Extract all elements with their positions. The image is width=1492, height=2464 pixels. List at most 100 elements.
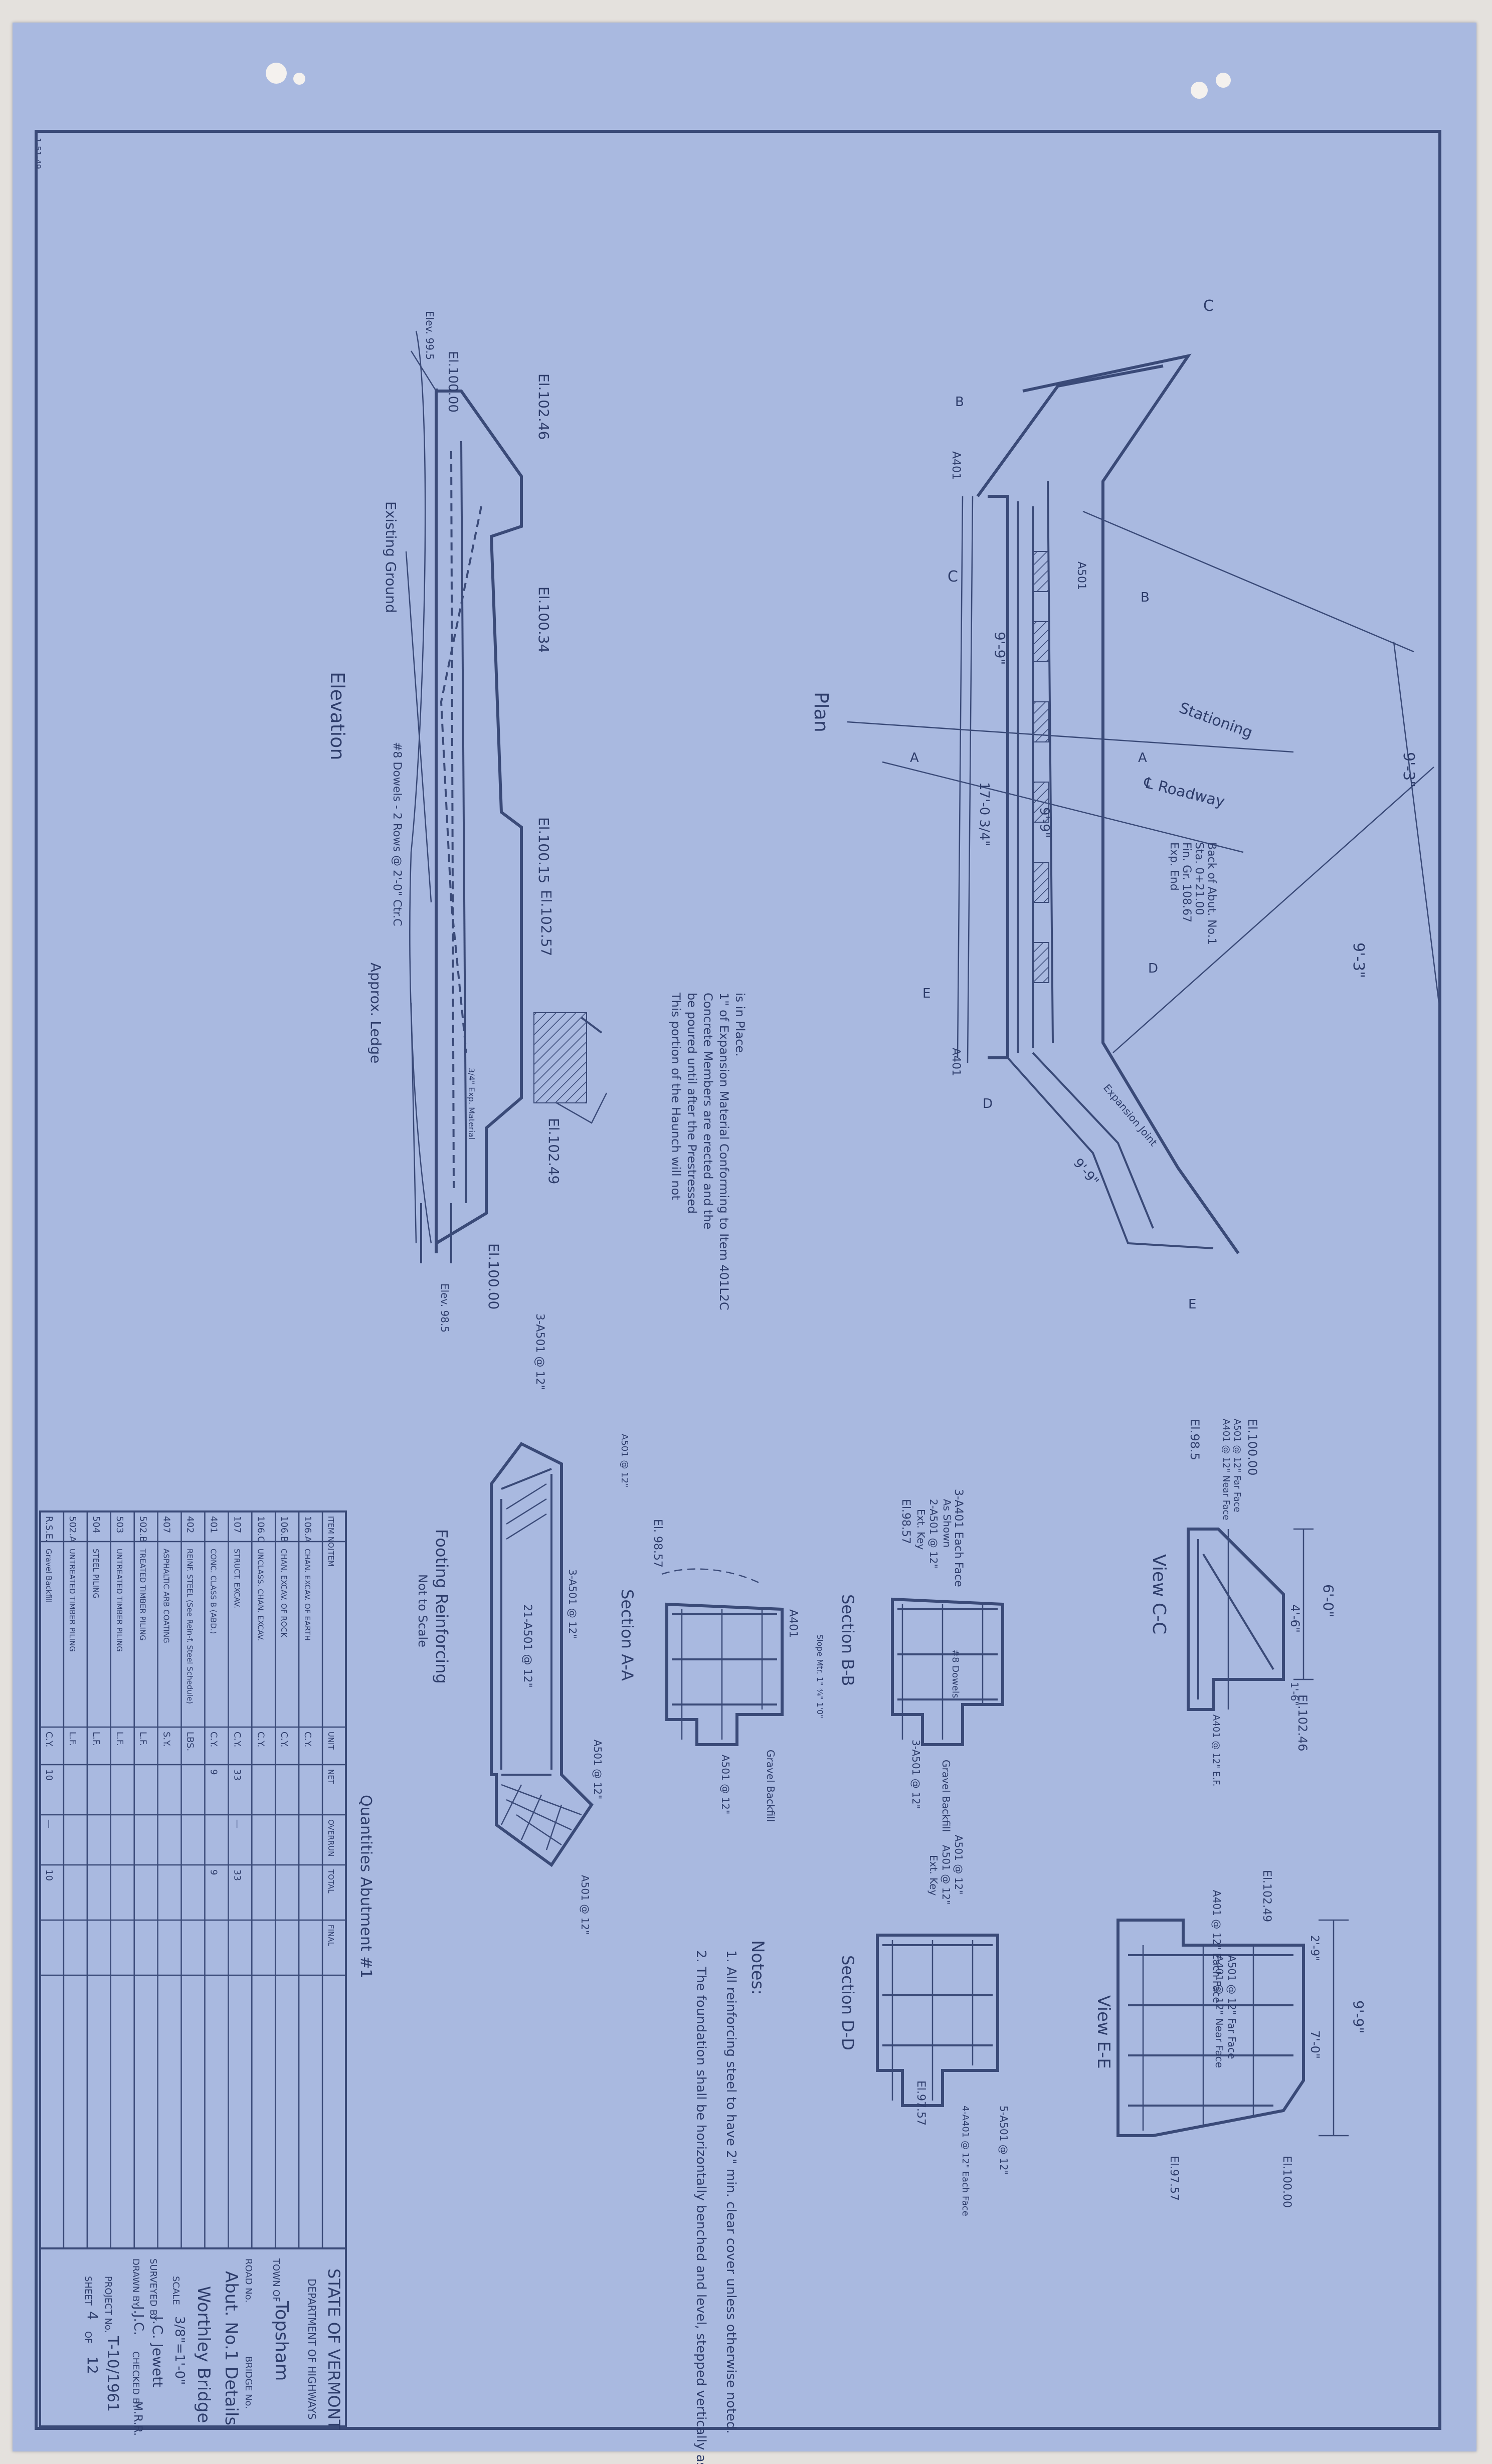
- label-aa-gravel: Gravel Backfill: [765, 1750, 777, 1822]
- quantities-header-cell: OVERRUN: [326, 1819, 335, 1856]
- quantities-cell: L.F.: [91, 1732, 101, 1746]
- tb-checked-label: CHECKED BY: [130, 2351, 141, 2409]
- section-mark-d2: D: [983, 1096, 993, 1111]
- quantities-cell: ASPHALTIC ARB COATING: [162, 1549, 171, 1643]
- dim-ee-9-9: 9'-9": [1350, 2000, 1367, 2033]
- quantities-cell: 401: [208, 1516, 219, 1533]
- dim-ee-7-0: 7'-0": [1308, 2030, 1322, 2059]
- label-el-102-57: El.102.57: [538, 890, 554, 956]
- label-dd-a401-each: 4-A401 @ 12" Each Face: [960, 2106, 971, 2216]
- section-mark-e2: E: [1188, 1297, 1196, 1312]
- quantities-cell: —: [44, 1819, 54, 1828]
- haunch-note-line-4: 1" of Expansion Material Conforming to I…: [717, 993, 731, 1310]
- dim-9-9b: 9'-9": [1037, 807, 1052, 838]
- label-el-100-00-bottom: El.100.00: [485, 1243, 502, 1309]
- label-fin-gr: Fin. Gr. 108.67: [1180, 842, 1193, 922]
- note-item-2: 2. The foundation shall be horizontally …: [693, 1950, 708, 2464]
- quantities-cell: 106.B: [279, 1516, 289, 1542]
- dim-17-0: 17'-0 3/4": [977, 782, 992, 846]
- quantities-header-cell: FINAL: [326, 1925, 335, 1947]
- tb-checked-by: M.R.R.: [131, 2401, 144, 2436]
- quantities-cell: 502.B: [138, 1516, 148, 1542]
- section-aa: Section A-A El. 98.57 A401 A501 @ 12" Gr…: [618, 1519, 799, 1822]
- quantities-cell: 402: [185, 1516, 196, 1533]
- dim-cc-4-6: 4'-6": [1288, 1604, 1302, 1633]
- dim-9-9a: 9'-9": [992, 632, 1008, 665]
- quantities-cell: —: [232, 1819, 242, 1828]
- label-ee-a401-each: A401 @ 12" Each Face: [1211, 1890, 1223, 2003]
- label-ee-el-100: El.100.00: [1280, 2156, 1293, 2208]
- section-mark-b2: B: [1141, 590, 1150, 605]
- tb-scale: 3/8"=1'-0": [172, 2316, 187, 2385]
- quantities-cell: C.Y.: [302, 1732, 313, 1747]
- note-item-1: 1. All reinforcing steel to have 2" min.…: [723, 1950, 738, 2434]
- quantities-cell: 407: [161, 1516, 172, 1533]
- label-footing-a501-mid: 21-A501 @ 12": [521, 1604, 533, 1688]
- label-a401-bottom: A401: [950, 1048, 962, 1076]
- section-marks: A A B B C C D D E E: [910, 297, 1214, 1312]
- footing-subtitle: Not to Scale: [416, 1574, 430, 1647]
- roadway-centerline: [882, 761, 1244, 853]
- label-bb-a501-b: 3-A501 @ 12": [910, 1740, 922, 1809]
- quantities-header-cell: ITEM NO.: [326, 1516, 335, 1550]
- haunch-note-line-5: is in Place.: [733, 993, 747, 1057]
- tb-sheet: 4: [84, 2311, 101, 2320]
- tb-scale-label: SCALE: [170, 2276, 181, 2305]
- label-a501: A501: [1075, 561, 1087, 590]
- view-ee-title: View E-E: [1093, 1995, 1113, 2069]
- label-aa-a501: A501 @ 12": [719, 1755, 731, 1814]
- tb-project: T-10/1961: [104, 2336, 121, 2412]
- footing-reinforcing: Footing Reinforcing Not to Scale 3-A501 …: [416, 1313, 630, 1935]
- quantities-cell: 504: [91, 1516, 101, 1533]
- label-exp-end: Exp. End: [1168, 842, 1180, 891]
- tb-surveyed-by: J.C. Jewett: [149, 2315, 166, 2387]
- label-dd-a501: A501 @ 12": [953, 1835, 965, 1894]
- dim-cc-6-0: 6'-0": [1320, 1584, 1337, 1617]
- plan-title: Plan: [810, 692, 832, 732]
- haunch-note: This portion of the Haunch will not be p…: [669, 992, 747, 1310]
- section-mark-d1: D: [1148, 961, 1158, 976]
- haunch-note-line-1: This portion of the Haunch will not: [669, 992, 683, 1200]
- dim-ee-2-9: 2'-9": [1308, 1935, 1321, 1961]
- quantities-cell: 106.A: [302, 1516, 313, 1543]
- tb-total-sheets: 12: [84, 2356, 101, 2374]
- label-aa-el-98-57: El. 98.57: [651, 1519, 664, 1568]
- punch-hole-left-small: [293, 73, 305, 85]
- quantities-cell: C.Y.: [279, 1732, 289, 1747]
- label-sta: Sta. 0+21.00: [1193, 842, 1205, 915]
- quantities-cell: L.F.: [67, 1732, 78, 1746]
- label-stationing: Stationing: [1177, 699, 1255, 742]
- haunch-hatch: [533, 1012, 587, 1103]
- label-footing-a501-end: A501 @ 12": [592, 1740, 604, 1799]
- section-mark-a2: A: [1138, 750, 1147, 766]
- label-exp-material: 3/4" Exp. Material: [467, 1068, 476, 1140]
- tb-town-label: TOWN OF: [271, 2258, 281, 2302]
- label-el-102-46: El.102.46: [535, 373, 552, 440]
- tb-state-line: STATE OF VERMONT: [324, 2268, 343, 2430]
- punch-hole-left: [266, 63, 287, 84]
- quantities-cell: STRUCT. EXCAV.: [232, 1549, 241, 1608]
- label-footing-a501-tip: A501 @ 12": [619, 1434, 630, 1487]
- plan-view: Plan Stationing ℄ Roadway Back of Abut. …: [810, 297, 1440, 1312]
- dim-9-3a: 9'-3": [1400, 752, 1417, 788]
- quantities-title: Quantities Abutment #1: [357, 1795, 375, 1978]
- label-ee-a501-far: A501 @ 12" Far Face: [1226, 1955, 1238, 2059]
- label-cc-el-98-5: El.98.5: [1188, 1419, 1202, 1460]
- quantities-header-cell: ITEM: [326, 1549, 335, 1567]
- quantities-cell: L.F.: [138, 1732, 148, 1746]
- section-dd: Section D-D A501 @ 12" A501 @ 12" Ext. K…: [838, 1835, 1010, 2216]
- section-mark-c1: C: [1203, 297, 1214, 315]
- footing-title: Footing Reinforcing: [432, 1529, 451, 1684]
- dim-cc-1-6: 1'-6": [1288, 1682, 1300, 1705]
- section-mark-c2: C: [948, 568, 958, 586]
- label-elev-99-5: Elev. 99.5: [424, 311, 436, 360]
- elevation-title: Elevation: [326, 672, 348, 761]
- label-ee-el-102-49: El.102.49: [1260, 1870, 1273, 1922]
- punch-hole-right: [1191, 82, 1208, 99]
- quantities-cell: 10: [44, 1869, 54, 1881]
- label-a401-top: A401: [950, 451, 962, 480]
- quantities-cell: UNCLASS. CHAN. EXCAV.: [256, 1549, 265, 1641]
- section-bb-title: Section B-B: [838, 1594, 857, 1686]
- tb-of-label: OF: [83, 2331, 93, 2344]
- quantities-cell: CONC. CLASS B (ABD.): [209, 1549, 218, 1634]
